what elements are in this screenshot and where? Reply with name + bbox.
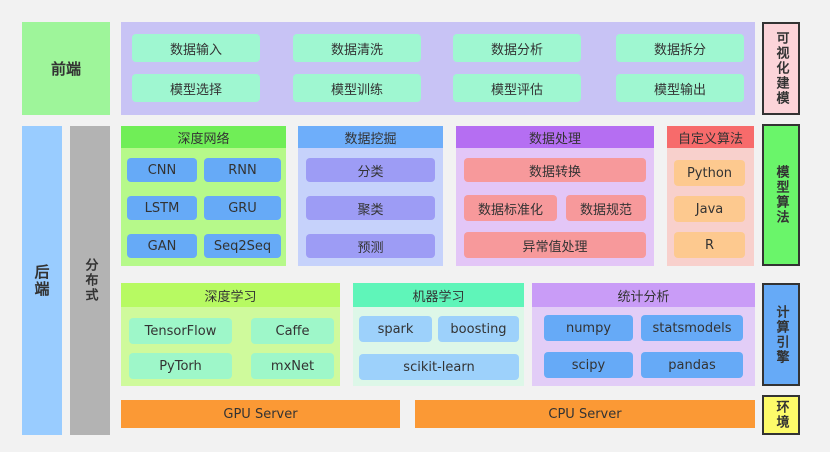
- distributed-label: 分布式: [70, 126, 110, 435]
- stats-item: pandas: [641, 352, 743, 378]
- processing-item: 数据标准化: [464, 195, 557, 221]
- processing-title: 数据处理: [456, 126, 654, 148]
- frontend-item: 模型训练: [293, 74, 421, 102]
- stats-item: statsmodels: [641, 315, 743, 341]
- stats-title: 统计分析: [532, 283, 755, 307]
- mining-item: 分类: [306, 158, 435, 182]
- ml-item: scikit-learn: [359, 354, 519, 380]
- dnn-title: 深度网络: [121, 126, 286, 148]
- gpu-server: GPU Server: [121, 400, 400, 428]
- ml-item: boosting: [438, 316, 519, 342]
- visual-modeling-label: 可视化建模: [762, 22, 800, 115]
- frontend-item: 模型评估: [453, 74, 581, 102]
- dnn-item: Seq2Seq: [204, 234, 281, 258]
- frontend-item: 数据清洗: [293, 34, 421, 62]
- custom-item: Java: [674, 196, 745, 222]
- dnn-item: LSTM: [127, 196, 197, 220]
- processing-item: 数据转换: [464, 158, 646, 182]
- cpu-server: CPU Server: [415, 400, 755, 428]
- compute-engine-label: 计算引擎: [762, 283, 800, 386]
- backend-label: 后端: [22, 126, 62, 435]
- stats-item: scipy: [544, 352, 633, 378]
- dnn-item: CNN: [127, 158, 197, 182]
- dnn-item: GRU: [204, 196, 281, 220]
- frontend-item: 数据输入: [132, 34, 260, 62]
- dnn-item: GAN: [127, 234, 197, 258]
- custom-item: R: [674, 232, 745, 258]
- dl-title: 深度学习: [121, 283, 340, 307]
- model-algorithm-label: 模型算法: [762, 124, 800, 266]
- custom-title: 自定义算法: [667, 126, 754, 148]
- mining-title: 数据挖掘: [298, 126, 443, 148]
- frontend-label: 前端: [22, 22, 110, 115]
- frontend-item: 模型选择: [132, 74, 260, 102]
- frontend-item: 数据分析: [453, 34, 581, 62]
- stats-item: numpy: [544, 315, 633, 341]
- dl-item: Caffe: [251, 318, 334, 344]
- dl-item: PyTorh: [129, 353, 232, 379]
- frontend-item: 数据拆分: [616, 34, 744, 62]
- dl-item: mxNet: [251, 353, 334, 379]
- mining-item: 预测: [306, 234, 435, 258]
- ml-item: spark: [359, 316, 432, 342]
- dl-item: TensorFlow: [129, 318, 232, 344]
- frontend-item: 模型输出: [616, 74, 744, 102]
- ml-title: 机器学习: [353, 283, 524, 307]
- custom-item: Python: [674, 160, 745, 186]
- mining-item: 聚类: [306, 196, 435, 220]
- dnn-item: RNN: [204, 158, 281, 182]
- processing-item: 异常值处理: [464, 232, 646, 258]
- environment-label: 环境: [762, 395, 800, 435]
- processing-item: 数据规范: [566, 195, 646, 221]
